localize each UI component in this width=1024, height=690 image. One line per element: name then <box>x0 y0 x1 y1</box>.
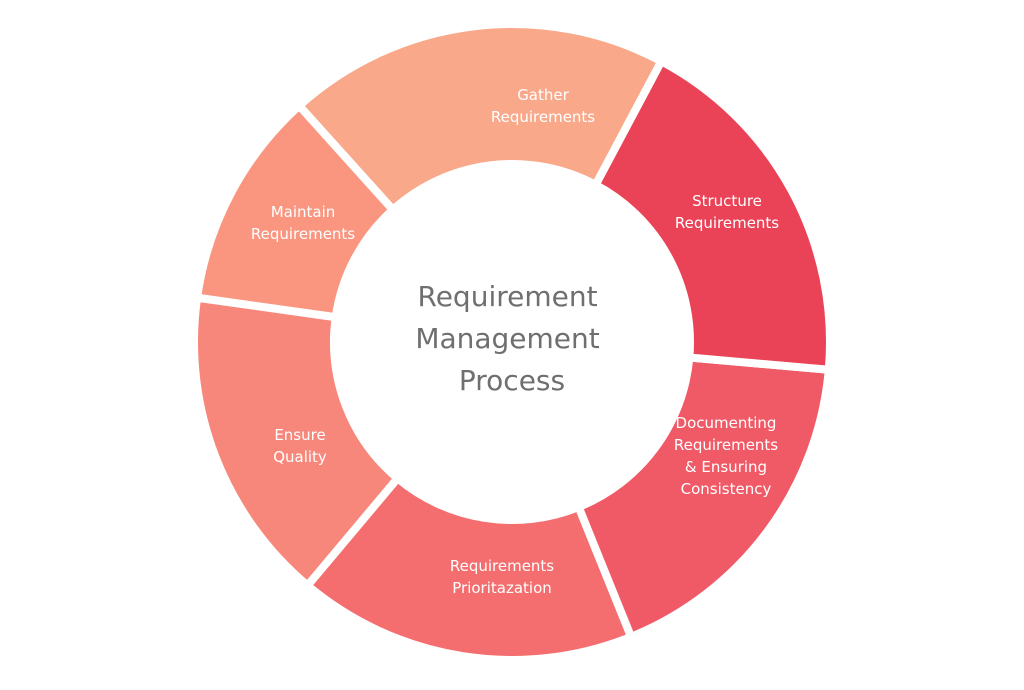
segment-label-line: Requirements <box>491 108 595 126</box>
segment-label-line: Consistency <box>681 480 772 498</box>
segment-label-line: Documenting <box>676 414 777 432</box>
segment-label-line: & Ensuring <box>685 458 767 476</box>
segment-label-line: Requirements <box>450 557 554 575</box>
center-title-line-3: Process <box>459 364 565 397</box>
segment-label-line: Quality <box>273 448 327 466</box>
segment-label-line: Structure <box>692 192 762 210</box>
segment-label-line: Ensure <box>274 426 325 444</box>
center-title-line-1: Requirement <box>418 280 598 313</box>
center-title-line-2: Management <box>415 322 599 355</box>
center-title: Requirement Management Process <box>415 280 608 397</box>
segment-label-line: Maintain <box>271 203 336 221</box>
center-circle <box>332 162 692 522</box>
segment-label-line: Requirements <box>251 225 355 243</box>
segment-label-line: Requirements <box>674 436 778 454</box>
segment-label-line: Requirements <box>675 214 779 232</box>
segment-label-line: Prioritazation <box>452 579 552 597</box>
segment-label-line: Gather <box>517 86 569 104</box>
